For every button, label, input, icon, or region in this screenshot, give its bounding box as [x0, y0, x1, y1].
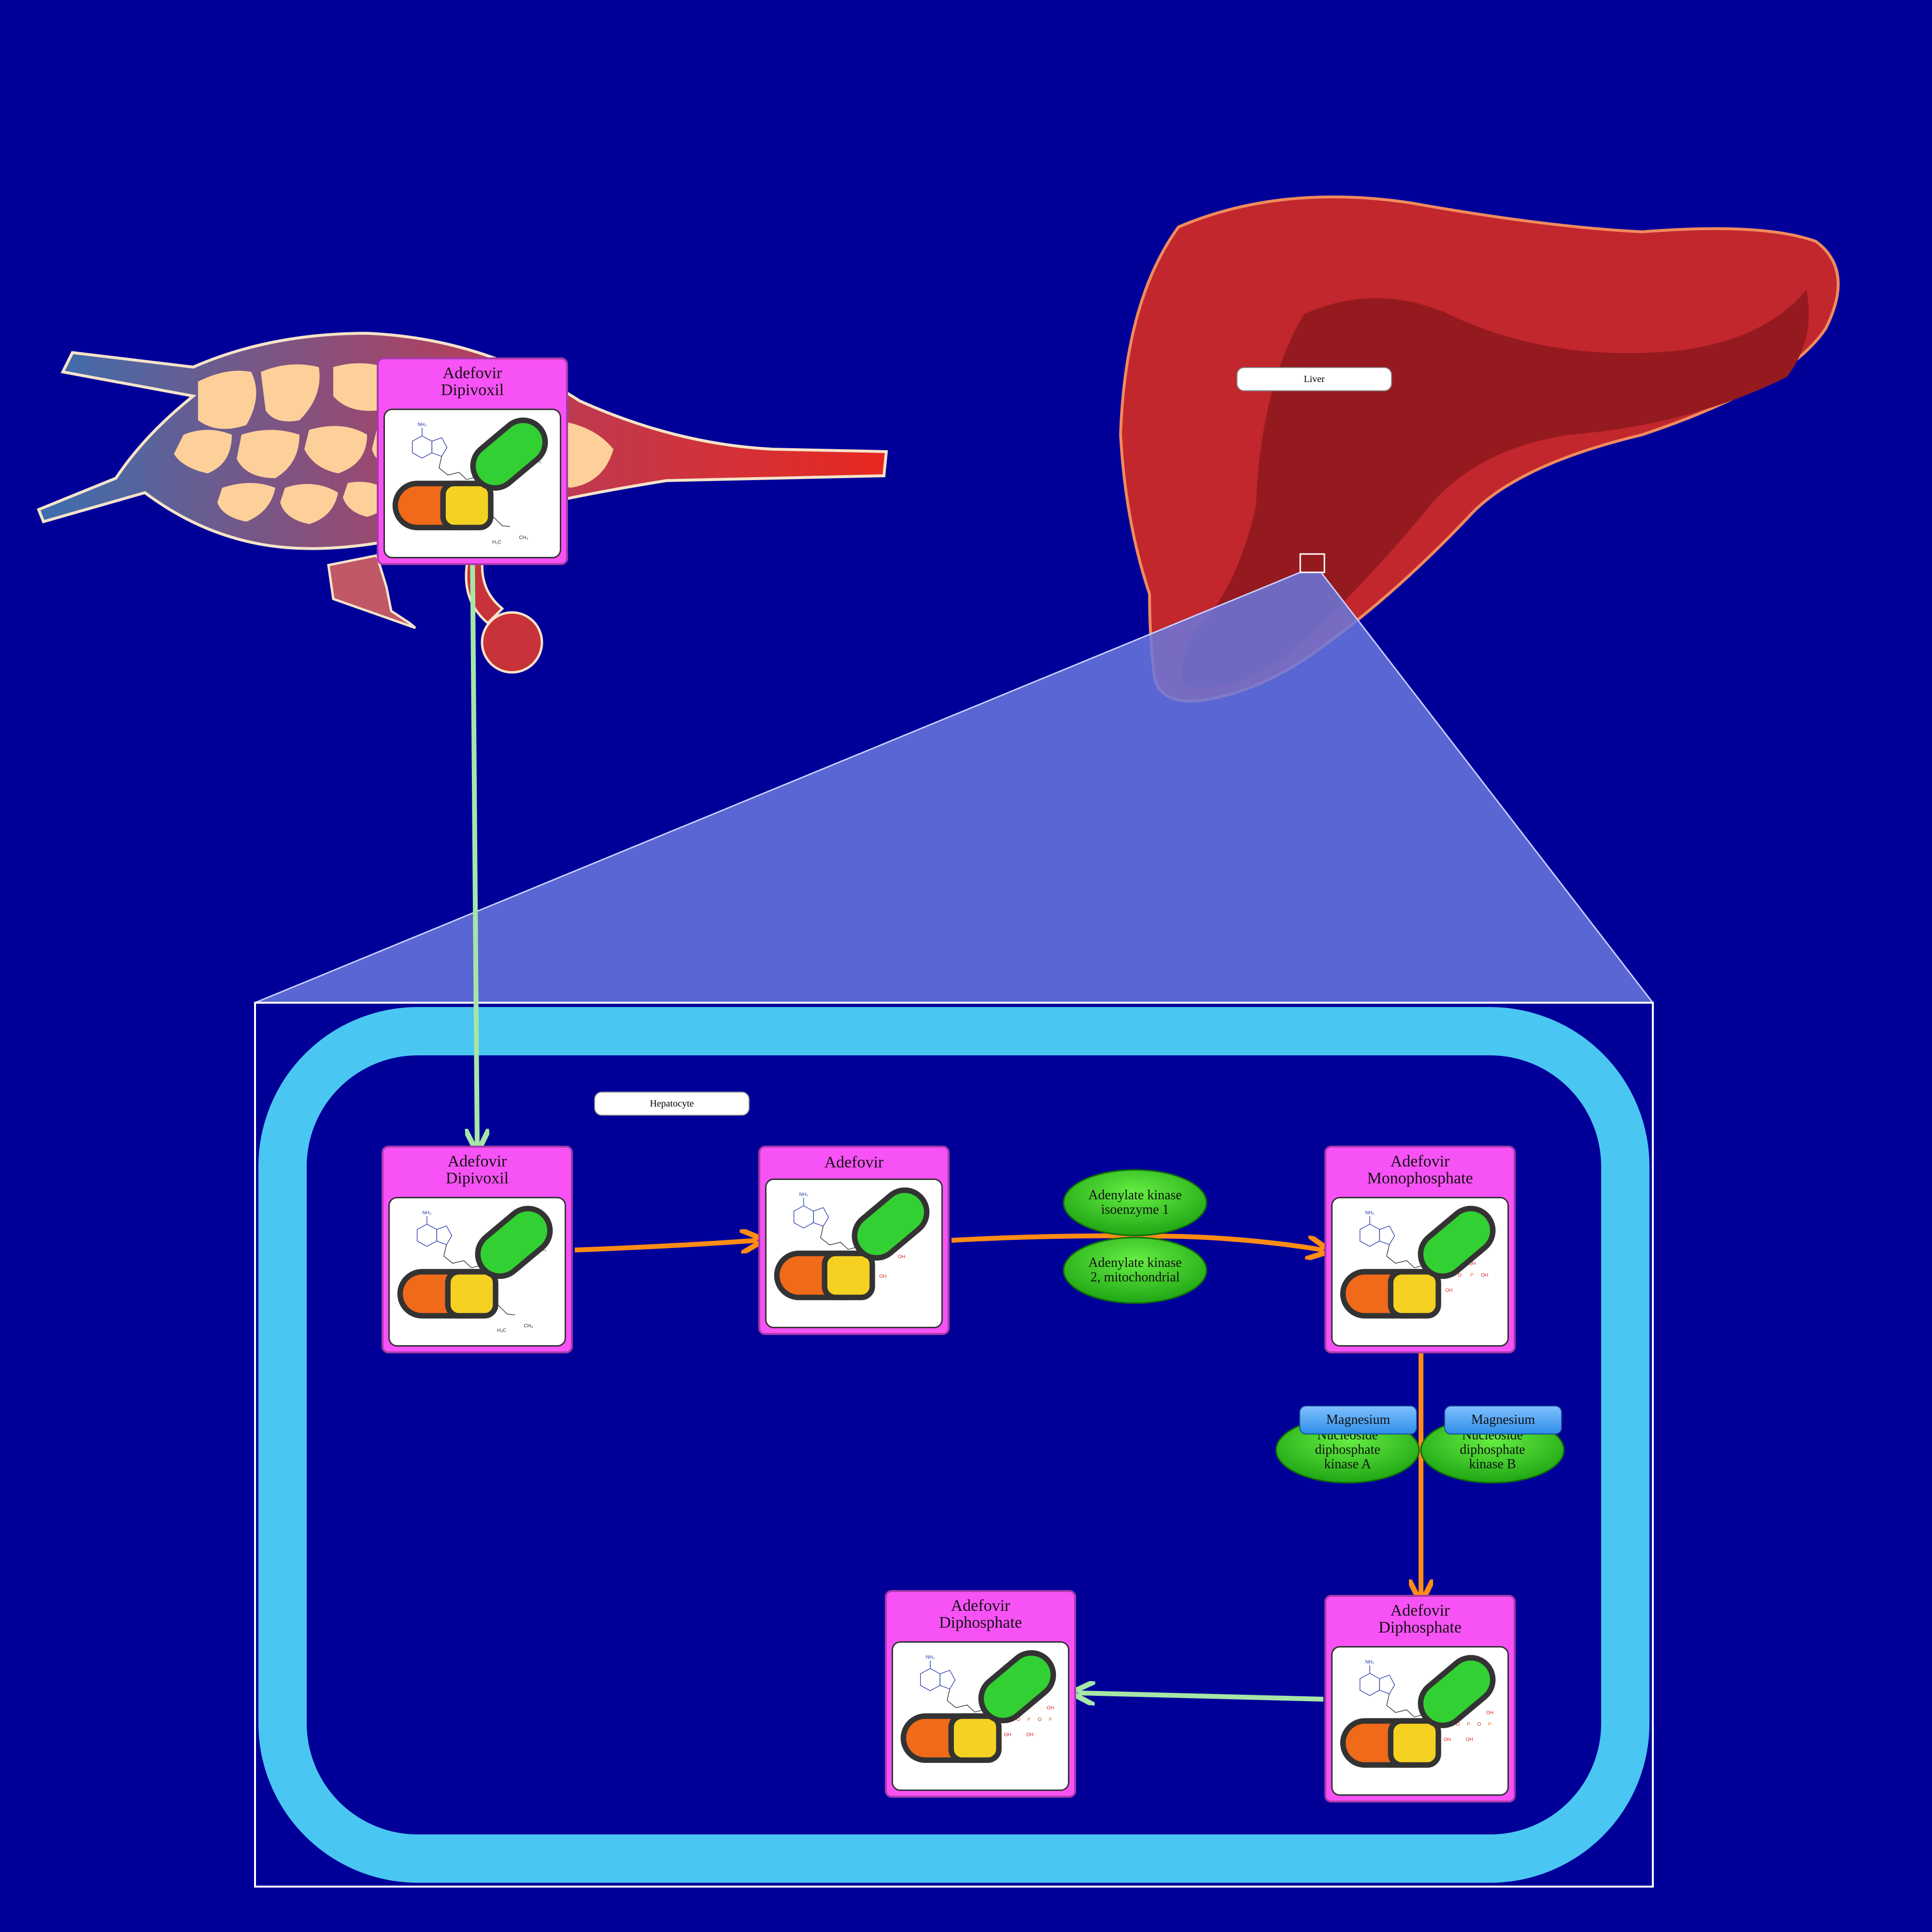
- enzyme-nucleoside-diphosphate-kinase-a[interactable]: Nucleoside diphosphate kinase A: [1315, 1428, 1380, 1472]
- compound-card-adefovir-dipivoxil-blood[interactable]: Adefovir Dipivoxil NH₂OPOCH₃OH₃CCH₃: [377, 357, 568, 565]
- arrow-adefovir-to-monophosphate: [951, 1233, 1323, 1250]
- hepatocyte-label[interactable]: Hepatocyte: [594, 1092, 750, 1116]
- oxygen-label: O: [1016, 1717, 1020, 1722]
- enzyme-shape-ak2: [1063, 1236, 1208, 1304]
- hydroxyl-label: OH: [1466, 1737, 1473, 1742]
- cofactor-magnesium-a[interactable]: Magnesium: [1299, 1406, 1417, 1435]
- drug-icon: [774, 1187, 930, 1300]
- hydroxyl-label: OH: [1468, 1261, 1476, 1266]
- structure-panel: NH₂OPOPOPOHOHOH: [1331, 1646, 1509, 1796]
- compound-name: Adefovir Dipivoxil: [440, 364, 504, 399]
- compound-name: Adefovir Monophosphate: [1367, 1152, 1473, 1187]
- drug-icon: [1340, 1206, 1496, 1319]
- oxygen-label: O: [1477, 1722, 1481, 1727]
- drug-icon: [1340, 1655, 1496, 1768]
- transport-arrow-diphosphate: [1078, 1693, 1324, 1699]
- methyl-label: CH₃: [519, 535, 528, 540]
- compound-name: Adefovir Diphosphate: [1378, 1602, 1462, 1636]
- methyl-label: CH₃: [524, 1323, 533, 1329]
- hydroxyl-label: OH: [1445, 1288, 1452, 1293]
- hydroxyl-label: OH: [1444, 1737, 1451, 1742]
- amine-label: NH₂: [418, 422, 427, 427]
- reaction-arrows: [472, 540, 1421, 1699]
- compound-name: Adefovir Diphosphate: [939, 1597, 1022, 1632]
- methyl-label: H₃C: [492, 540, 501, 545]
- hepatocyte-membrane: [258, 1007, 1649, 1883]
- compound-card-adefovir-diphosphate[interactable]: Adefovir Diphosphate NH₂OPOPOPOHOHOH: [1324, 1595, 1516, 1803]
- compound-card-adefovir-dipivoxil[interactable]: Adefovir Dipivoxil NH₂OPOCH₃OH₃CCH₃: [382, 1146, 573, 1353]
- phosphorus-label: P: [1027, 1717, 1031, 1722]
- compound-name: Adefovir: [824, 1153, 884, 1171]
- hydroxyl-label: OH: [1047, 1705, 1054, 1711]
- vessel-cross-section: [481, 611, 543, 674]
- structure-panel: NH₂OPOCH₃OH₃CCH₃: [388, 1197, 566, 1347]
- compound-card-adefovir-diphosphate-export[interactable]: Adefovir Diphosphate NH₂OPOPOPOHOHOH: [885, 1590, 1076, 1798]
- arrow-dipivoxil-to-adefovir: [574, 1240, 757, 1250]
- enzyme-adenylate-kinase-1[interactable]: Adenylate kinase isoenzyme 1: [1088, 1188, 1182, 1217]
- hydroxyl-label: OH: [1486, 1710, 1493, 1716]
- amine-label: NH₂: [1365, 1210, 1375, 1216]
- transport-arrow-uptake: [472, 540, 477, 1146]
- phosphorus-label: P: [1049, 1717, 1052, 1722]
- phosphorus-label: P: [1488, 1722, 1492, 1727]
- phosphorus-label: P: [1470, 1273, 1474, 1278]
- enzyme-shape-ak1: [1063, 1169, 1208, 1236]
- oxygen-label: O: [1458, 1273, 1462, 1278]
- cofactor-magnesium-b[interactable]: Magnesium: [1444, 1406, 1562, 1435]
- amine-label: NH₂: [1365, 1660, 1375, 1665]
- drug-icon: [397, 1206, 553, 1319]
- structure-panel: NH₂OPOPOPOHOHOH: [892, 1641, 1069, 1791]
- enzyme-adenylate-kinase-2[interactable]: Adenylate kinase 2, mitochondrial: [1088, 1255, 1182, 1285]
- hydroxyl-label: OH: [1004, 1732, 1011, 1737]
- hydroxyl-label: OH: [879, 1274, 886, 1279]
- compound-name: Adefovir Dipivoxil: [445, 1152, 509, 1187]
- hydroxyl-label: OH: [1481, 1273, 1488, 1278]
- amine-label: NH₂: [799, 1192, 809, 1197]
- phosphorus-label: P: [1467, 1722, 1470, 1727]
- amine-label: NH₂: [926, 1655, 935, 1660]
- oxygen-label: O: [1038, 1717, 1042, 1722]
- oxygen-label: O: [1456, 1722, 1460, 1727]
- liver-zoom-marker: [1299, 553, 1325, 573]
- liver-label[interactable]: Liver: [1236, 367, 1392, 391]
- drug-icon: [900, 1650, 1056, 1763]
- structure-panel: NH₂OPOCH₃OH₃CCH₃: [384, 409, 561, 558]
- zoom-fan: [255, 571, 1655, 1004]
- methyl-label: H₃C: [497, 1328, 506, 1333]
- amine-label: NH₂: [423, 1210, 432, 1216]
- phosphorus-label: P: [882, 1257, 885, 1263]
- hydroxyl-label: OH: [1026, 1732, 1034, 1737]
- drug-icon: [392, 417, 548, 530]
- hydroxyl-label: OH: [898, 1254, 905, 1260]
